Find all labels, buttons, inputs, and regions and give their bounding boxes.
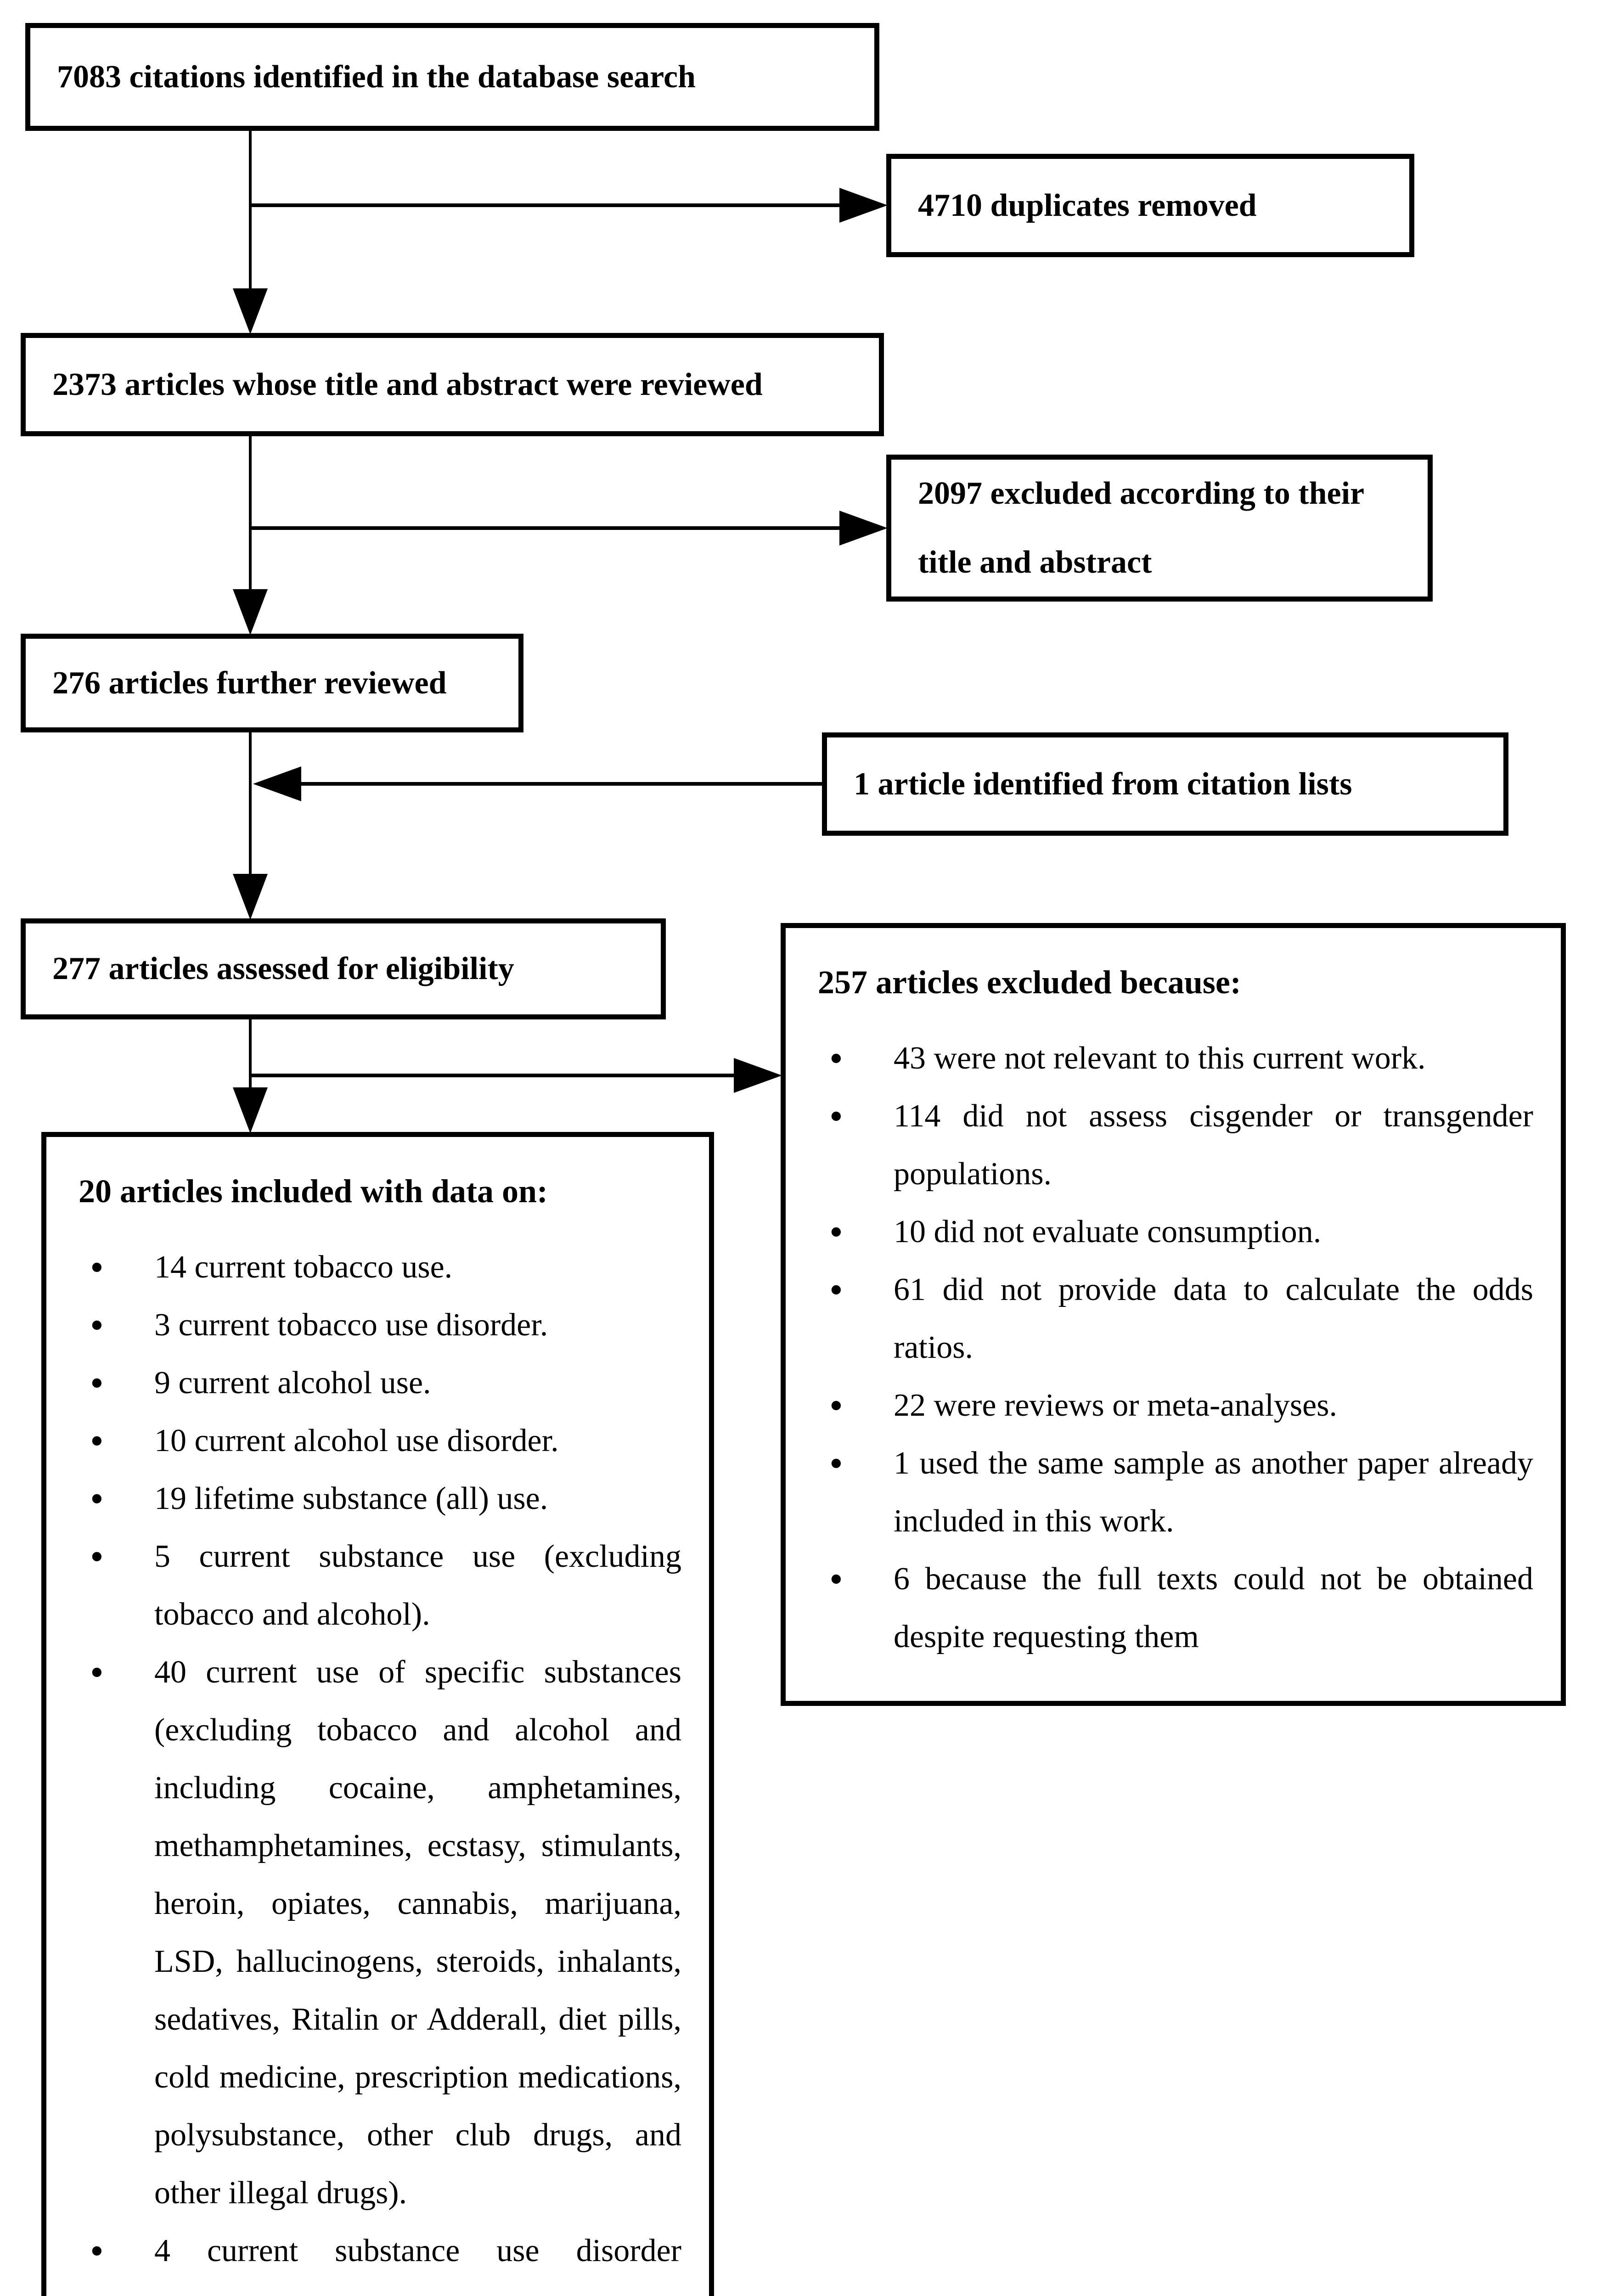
list-item: 5 current substance use (excluding tobac… bbox=[74, 1528, 681, 1643]
box-included-articles: 20 articles included with data on: 14 cu… bbox=[41, 1132, 714, 2296]
list-item: 43 were not relevant to this current wor… bbox=[813, 1030, 1533, 1087]
box-duplicates-removed-label: 4710 duplicates removed bbox=[918, 187, 1257, 223]
list-item: 114 did not assess cisgender or transgen… bbox=[813, 1087, 1533, 1203]
list-item: 1 used the same sample as another paper … bbox=[813, 1435, 1533, 1550]
list-item: 10 did not evaluate consumption. bbox=[813, 1203, 1533, 1261]
arrow-right-icon bbox=[734, 1058, 782, 1093]
box-further-reviewed: 276 articles further reviewed bbox=[21, 634, 523, 732]
arrow-down-icon bbox=[233, 874, 268, 920]
connector-to-excluded-title-abstract-line bbox=[250, 526, 843, 530]
list-item: 3 current tobacco use disorder. bbox=[74, 1296, 681, 1354]
connector-citation-lists-line bbox=[298, 782, 822, 786]
list-item: 6 because the full texts could not be ob… bbox=[813, 1550, 1533, 1666]
list-item: 9 current alcohol use. bbox=[74, 1354, 681, 1412]
list-item: 4 current substance use disorder (exclud… bbox=[74, 2222, 681, 2296]
box-excluded-title-abstract-line1: 2097 excluded according to their bbox=[918, 476, 1365, 511]
box-citations-identified-label: 7083 citations identified in the databas… bbox=[57, 59, 696, 95]
box-assessed-eligibility-label: 277 articles assessed for eligibility bbox=[52, 951, 514, 986]
box-citation-lists: 1 article identified from citation lists bbox=[822, 732, 1508, 836]
box-duplicates-removed: 4710 duplicates removed bbox=[886, 154, 1414, 257]
connector-further-to-assessed-line bbox=[249, 732, 252, 877]
box-further-reviewed-label: 276 articles further reviewed bbox=[52, 665, 447, 701]
arrow-down-icon bbox=[233, 288, 268, 334]
box-excluded-reasons: 257 articles excluded because: 43 were n… bbox=[781, 923, 1566, 1706]
arrow-right-icon bbox=[839, 188, 888, 223]
list-item: 10 current alcohol use disorder. bbox=[74, 1412, 681, 1470]
box-excluded-title-abstract-line2: title and abstract bbox=[918, 545, 1152, 580]
arrow-left-icon bbox=[253, 766, 301, 801]
connector-to-excluded-reasons-line bbox=[250, 1074, 735, 1077]
arrow-down-icon bbox=[233, 1087, 268, 1133]
arrow-right-icon bbox=[839, 511, 888, 546]
connector-identified-to-reviewed-line bbox=[249, 131, 252, 294]
box-title-abstract-reviewed-label: 2373 articles whose title and abstract w… bbox=[52, 366, 763, 402]
excluded-reasons-list: 43 were not relevant to this current wor… bbox=[813, 1030, 1533, 1666]
arrow-down-icon bbox=[233, 589, 268, 635]
excluded-reasons-title: 257 articles excluded because: bbox=[818, 964, 1241, 1001]
included-articles-title: 20 articles included with data on: bbox=[79, 1173, 548, 1210]
list-item: 22 were reviews or meta-analyses. bbox=[813, 1377, 1533, 1435]
connector-reviewed-to-further-line bbox=[249, 436, 252, 592]
list-item: 19 lifetime substance (all) use. bbox=[74, 1470, 681, 1528]
box-title-abstract-reviewed: 2373 articles whose title and abstract w… bbox=[21, 333, 884, 436]
list-item: 40 current use of specific substances (e… bbox=[74, 1643, 681, 2222]
box-citations-identified: 7083 citations identified in the databas… bbox=[25, 23, 879, 131]
box-citation-lists-label: 1 article identified from citation lists bbox=[854, 766, 1352, 802]
box-excluded-title-abstract: 2097 excluded according to their title a… bbox=[886, 455, 1433, 602]
list-item: 14 current tobacco use. bbox=[74, 1238, 681, 1296]
list-item: 61 did not provide data to calculate the… bbox=[813, 1261, 1533, 1377]
included-articles-list: 14 current tobacco use. 3 current tobacc… bbox=[74, 1238, 681, 2296]
connector-to-duplicates-line bbox=[250, 203, 843, 207]
box-assessed-eligibility: 277 articles assessed for eligibility bbox=[21, 918, 666, 1019]
connector-assessed-to-included-line bbox=[249, 1019, 252, 1091]
